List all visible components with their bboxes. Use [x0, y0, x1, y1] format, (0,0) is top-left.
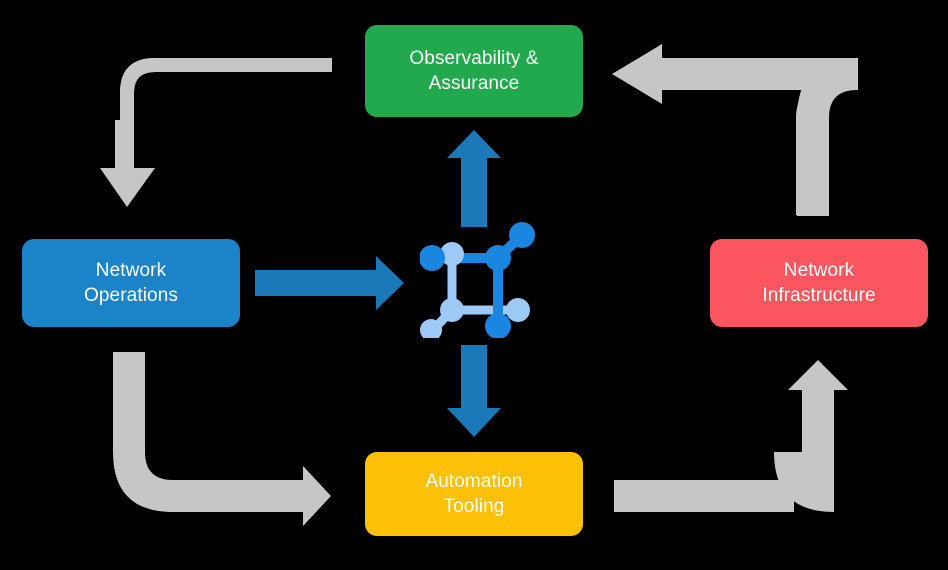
node-network-infrastructure[interactable]: Network Infrastructure [710, 239, 928, 327]
arrow-center-to-automation [447, 345, 501, 437]
arrow-center-to-observability [447, 130, 501, 227]
node-automation-tooling[interactable]: Automation Tooling [365, 452, 583, 536]
arrow-operations-to-automation [113, 352, 331, 526]
arrow-operations-to-center [255, 256, 404, 310]
arrow-infrastructure-to-observability [612, 44, 858, 216]
arrow-observability-to-operations [100, 58, 332, 207]
arrow-automation-to-infrastructure [614, 360, 848, 512]
node-network-operations[interactable]: Network Operations [22, 239, 240, 327]
network-topology-icon [420, 222, 535, 338]
node-observability-assurance[interactable]: Observability & Assurance [365, 25, 583, 117]
